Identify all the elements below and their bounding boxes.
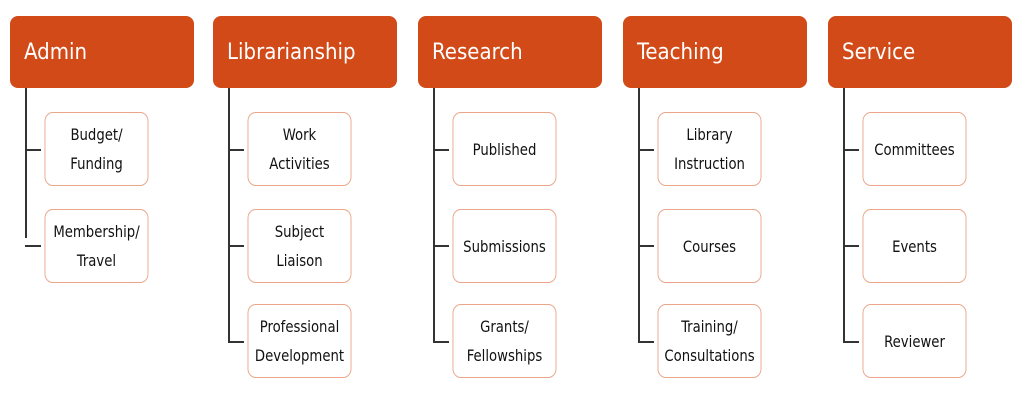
child-library-instruction: Library Instruction bbox=[657, 112, 762, 186]
column-librarianship: Librarianship Work Activities Subject Li… bbox=[213, 0, 398, 404]
column-admin: Admin Budget/ Funding Membership/ Travel bbox=[10, 0, 195, 404]
connector bbox=[638, 245, 654, 247]
connector bbox=[433, 245, 449, 247]
connector bbox=[25, 88, 27, 238]
child-grants-fellowships: Grants/ Fellowships bbox=[452, 304, 557, 378]
child-committees: Committees bbox=[862, 112, 967, 186]
child-reviewer: Reviewer bbox=[862, 304, 967, 378]
connector bbox=[638, 88, 640, 342]
connector bbox=[228, 88, 230, 342]
connector bbox=[433, 149, 449, 151]
connector bbox=[638, 341, 654, 343]
connector bbox=[25, 149, 41, 151]
connector bbox=[843, 88, 845, 342]
child-events: Events bbox=[862, 209, 967, 283]
header-librarianship: Librarianship bbox=[213, 16, 397, 88]
child-professional-development: Professional Development bbox=[247, 304, 352, 378]
connector bbox=[433, 341, 449, 343]
connector bbox=[228, 341, 244, 343]
child-membership-travel: Membership/ Travel bbox=[44, 209, 149, 283]
column-research: Research Published Submissions Grants/ F… bbox=[418, 0, 603, 404]
child-work-activities: Work Activities bbox=[247, 112, 352, 186]
connector bbox=[843, 149, 859, 151]
connector bbox=[228, 245, 244, 247]
connector bbox=[638, 149, 654, 151]
child-training-consultations: Training/ Consultations bbox=[657, 304, 762, 378]
header-research: Research bbox=[418, 16, 602, 88]
connector bbox=[843, 245, 859, 247]
column-service: Service Committees Events Reviewer bbox=[828, 0, 1013, 404]
header-service: Service bbox=[828, 16, 1012, 88]
header-teaching: Teaching bbox=[623, 16, 807, 88]
connector bbox=[433, 88, 435, 342]
connector bbox=[25, 245, 41, 247]
connector bbox=[843, 341, 859, 343]
child-submissions: Submissions bbox=[452, 209, 557, 283]
child-subject-liaison: Subject Liaison bbox=[247, 209, 352, 283]
column-teaching: Teaching Library Instruction Courses Tra… bbox=[623, 0, 808, 404]
connector bbox=[228, 149, 244, 151]
child-courses: Courses bbox=[657, 209, 762, 283]
child-published: Published bbox=[452, 112, 557, 186]
header-admin: Admin bbox=[10, 16, 194, 88]
child-budget-funding: Budget/ Funding bbox=[44, 112, 149, 186]
